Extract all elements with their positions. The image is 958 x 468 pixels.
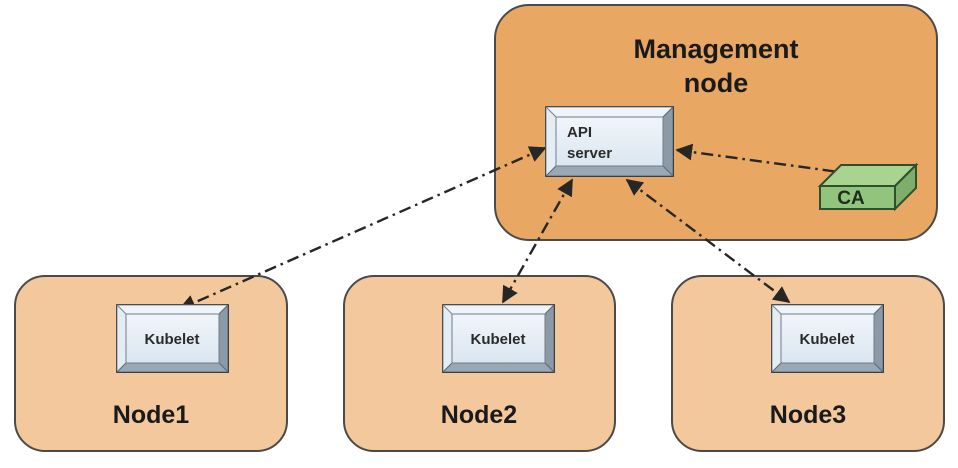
api-server-bevel-left	[545, 105, 557, 178]
kubelet-node1-box[interactable]: Kubelet	[115, 303, 230, 374]
kubelet-node1-bevel-top	[115, 304, 230, 315]
edge-api-server-to-kubelet-node2[interactable]	[501, 178, 574, 304]
management-node-label-line1: Management	[633, 34, 798, 64]
kubelet-node3-label: Kubelet	[799, 331, 854, 348]
node2-label: Node2	[441, 401, 517, 429]
api-server-label-line2: server	[567, 145, 612, 162]
ca-front-face	[819, 185, 896, 210]
ca-label: CA	[837, 188, 865, 209]
edge-api-server-to-ca[interactable]	[675, 143, 863, 182]
kubelet-node1-bevel-right	[218, 303, 229, 374]
kubelet-node3-box[interactable]: Kubelet	[770, 303, 885, 374]
kubelet-node2-box[interactable]: Kubelet	[441, 303, 556, 374]
api-server-bevel-right	[662, 105, 674, 178]
kubelet-node2-bevel-right	[544, 303, 555, 374]
management-node-label-line2: node	[684, 68, 749, 98]
api-server-inner-face	[555, 116, 664, 167]
kubelet-node1-label: Kubelet	[144, 331, 199, 348]
api-server-label-line1: API	[567, 124, 592, 141]
edge-api-server-to-kubelet-node3[interactable]	[625, 178, 791, 304]
node1-label: Node1	[113, 401, 190, 429]
node3-label: Node3	[770, 401, 846, 429]
api-server-bevel-top	[544, 106, 675, 118]
kubelet-node2-bevel-left	[442, 303, 453, 374]
kubelet-node3-inner-face	[780, 313, 875, 364]
kubelet-node1-bevel-left	[116, 303, 127, 374]
kubelet-node2-bevel-top	[441, 304, 556, 315]
api-server-bevel-bottom	[544, 165, 675, 177]
kubelet-node1-bevel-bottom	[115, 362, 230, 373]
connector-edges	[178, 143, 863, 311]
kubelet-node2-bevel-bottom	[441, 362, 556, 373]
kubelet-node3-bevel-bottom	[770, 362, 885, 373]
kubelet-node3-bevel-left	[771, 303, 782, 374]
kubelet-node1-inner-face	[125, 313, 220, 364]
kubelet-node2-label: Kubelet	[470, 331, 525, 348]
kubelet-node2-inner-face	[451, 313, 546, 364]
api-server-box[interactable]: API server	[544, 105, 675, 178]
kubelet-node3-bevel-top	[770, 304, 885, 315]
ca-box[interactable]: CA	[817, 162, 919, 212]
edge-api-server-to-kubelet-node1[interactable]	[178, 146, 547, 311]
kubelet-node3-bevel-right	[873, 303, 884, 374]
